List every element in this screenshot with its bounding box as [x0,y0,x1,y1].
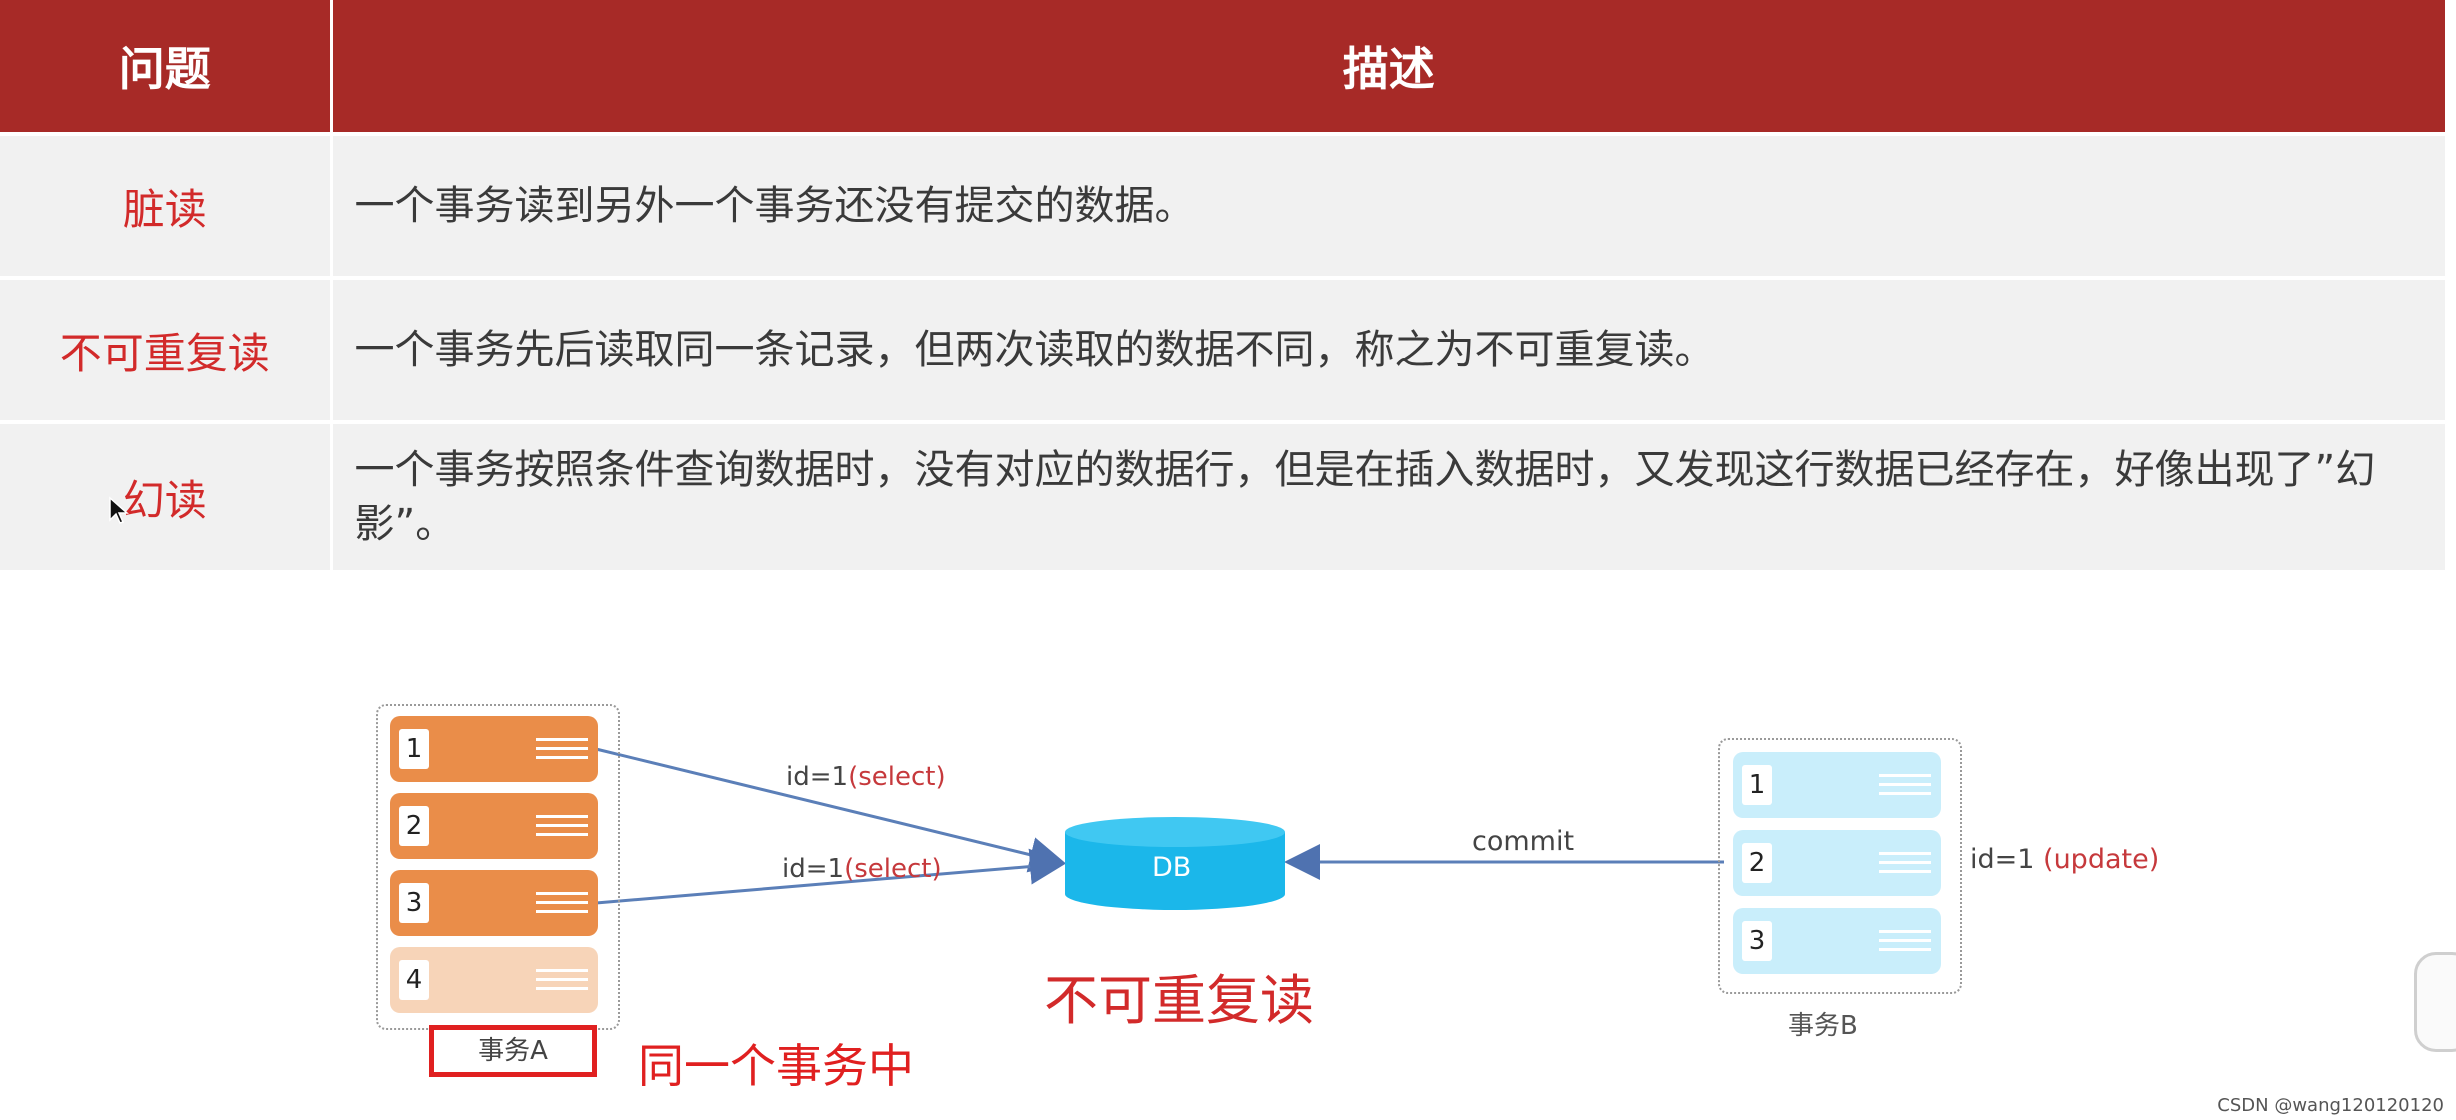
lines-icon [536,815,588,837]
csdn-watermark: CSDN @wang120120120 [2217,1095,2444,1116]
header-issue: 问题 [0,0,333,134]
record-number: 4 [399,960,429,1000]
lines-icon [1879,774,1931,796]
description-cell: 一个事务读到另外一个事务还没有提交的数据。 [331,132,2448,278]
description-cell: 一个事务按照条件查询数据时，没有对应的数据行，但是在插入数据时，又发现这行数据已… [331,420,2448,570]
header-description: 描述 [331,0,2448,134]
transaction-a-record: 2 [390,793,598,859]
record-number: 3 [1742,921,1772,961]
select-label-1: id=1(select) [786,762,946,792]
same-transaction-note: 同一个事务中 [638,1039,914,1093]
issue-cell: 不可重复读 [0,276,333,422]
select-label-2: id=1(select) [782,854,942,884]
transaction-a-record: 3 [390,870,598,936]
transaction-a-label: 事务A [478,1036,548,1066]
mouse-cursor-icon [109,496,129,524]
db-label: DB [1152,852,1192,883]
commit-label: commit [1472,826,1575,857]
select-label-op: (select) [848,762,946,792]
update-label-prefix: id=1 [1970,844,2044,875]
transaction-a-label-box: 事务A [429,1025,597,1077]
select-label-op: (select) [844,854,942,884]
lines-icon [1879,852,1931,874]
select-arrow-2 [595,848,1066,905]
lines-icon [536,892,588,914]
update-label: id=1 (update) [1970,844,2159,875]
description-cell: 一个事务先后读取同一条记录，但两次读取的数据不同，称之为不可重复读。 [331,276,2448,422]
record-number: 2 [399,806,429,846]
lines-icon [1879,930,1931,952]
transaction-b-record: 1 [1733,752,1941,818]
transaction-a-record: 4 [390,947,598,1013]
table-row: 脏读 一个事务读到另外一个事务还没有提交的数据。 [0,132,2448,278]
table-header-row: 问题 描述 [0,0,2448,134]
table-row: 幻读 一个事务按照条件查询数据时，没有对应的数据行，但是在插入数据时，又发现这行… [0,420,2448,570]
transaction-a-record: 1 [390,716,598,782]
select-label-prefix: id=1 [786,762,849,792]
record-number: 1 [399,729,429,769]
transaction-b-group [1718,738,1962,994]
table-row: 不可重复读 一个事务先后读取同一条记录，但两次读取的数据不同，称之为不可重复读。 [0,276,2448,422]
record-number: 3 [399,883,429,923]
record-number: 2 [1742,843,1772,883]
transaction-b-record: 2 [1733,830,1941,896]
select-label-prefix: id=1 [782,854,845,884]
side-widget[interactable] [2414,952,2456,1052]
issues-table: 问题 描述 脏读 一个事务读到另外一个事务还没有提交的数据。 不可重复读 一个事… [0,0,2448,570]
issue-cell: 幻读 [0,420,333,570]
select-arrow-1 [595,747,1066,873]
record-number: 1 [1742,765,1772,805]
update-label-op: (update) [2043,844,2160,875]
transaction-b-record: 3 [1733,908,1941,974]
transaction-b-label: 事务B [1788,1011,1858,1041]
issue-cell: 脏读 [0,132,333,278]
diagram-title: 不可重复读 [1044,969,1314,1032]
lines-icon [536,738,588,760]
lines-icon [536,969,588,991]
database-icon [1065,817,1285,910]
